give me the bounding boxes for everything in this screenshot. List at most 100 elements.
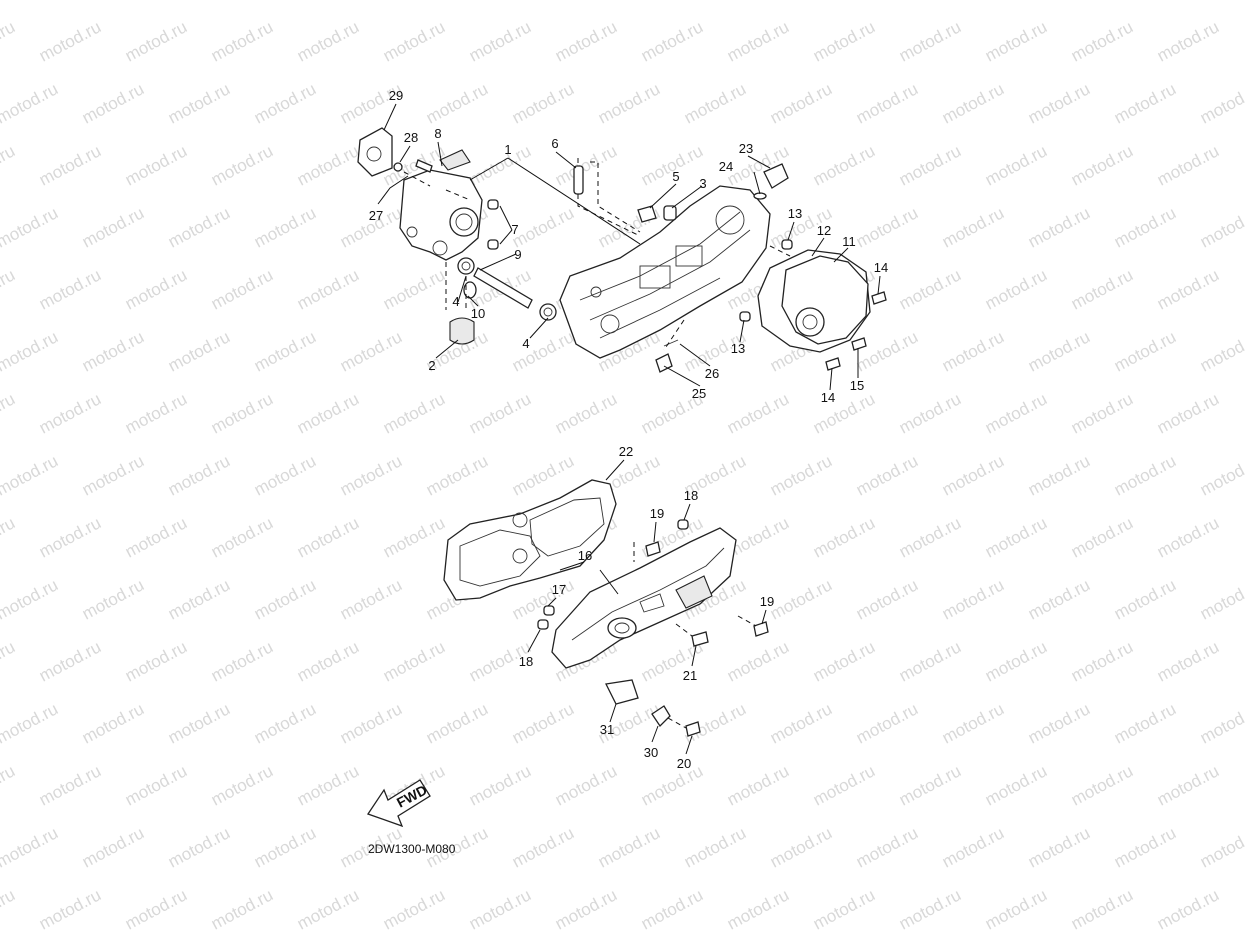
callout-3: 3 — [699, 176, 706, 191]
watermark-text: motod.ru — [79, 575, 147, 623]
watermark-text: motod.ru — [0, 761, 18, 809]
watermark-text: motod.ru — [36, 141, 104, 189]
watermark-text: motod.ru — [681, 699, 749, 747]
watermark-text: motod.ru — [337, 699, 405, 747]
watermark-text: motod.ru — [1154, 17, 1222, 65]
watermark-text: motod.ru — [1068, 141, 1136, 189]
watermark-text: motod.ru — [294, 761, 362, 809]
watermark-text: motod.ru — [1154, 389, 1222, 437]
watermark-text: motod.ru — [638, 17, 706, 65]
callout-31: 31 — [600, 722, 614, 737]
watermark-text: motod.ru — [0, 513, 18, 561]
watermark-text: motod.ru — [0, 575, 61, 623]
watermark-text: motod.ru — [1068, 389, 1136, 437]
watermark-text: motod.ru — [1025, 79, 1093, 127]
bolt-25 — [655, 353, 673, 373]
watermark-text: motod.ru — [939, 0, 1007, 4]
watermark-text: motod.ru — [36, 513, 104, 561]
callout-12: 12 — [817, 223, 831, 238]
watermark-text: motod.ru — [1025, 0, 1093, 4]
watermark-text: motod.ru — [466, 885, 534, 933]
fwd-arrow: FWD — [366, 779, 431, 828]
callout-11: 11 — [842, 234, 856, 249]
watermark-text: motod.ru — [165, 327, 233, 375]
watermark-text: motod.ru — [294, 885, 362, 933]
watermark-text: motod.ru — [0, 79, 61, 127]
bolt-19a — [645, 541, 661, 557]
bolt-8 — [415, 159, 433, 173]
watermark-text: motod.ru — [1068, 265, 1136, 313]
callout-13a: 13 — [788, 206, 802, 221]
fitting-5 — [637, 205, 657, 223]
dowel-7b — [487, 239, 499, 250]
watermark-text: motod.ru — [982, 885, 1050, 933]
callout-2: 2 — [428, 358, 435, 373]
watermark-text: motod.ru — [810, 885, 878, 933]
callout-14a: 14 — [874, 260, 888, 275]
watermark-text: motod.ru — [552, 389, 620, 437]
watermark-text: motod.ru — [896, 637, 964, 685]
gasket-22 — [443, 479, 617, 601]
callout-6: 6 — [551, 136, 558, 151]
bearing-4a — [457, 257, 475, 275]
watermark-text: motod.ru — [337, 0, 405, 4]
watermark-text: motod.ru — [1111, 79, 1179, 127]
watermark-text: motod.ru — [509, 0, 577, 4]
watermark-text: motod.ru — [337, 575, 405, 623]
watermark-text: motod.ru — [36, 389, 104, 437]
watermark-text: motod.ru — [1111, 575, 1179, 623]
watermark-text: motod.ru — [1154, 885, 1222, 933]
watermark-text: motod.ru — [1111, 203, 1179, 251]
watermark-text: motod.ru — [251, 823, 319, 871]
watermark-text: motod.ru — [1025, 203, 1093, 251]
watermark-text: motod.ru — [251, 0, 319, 4]
watermark-text: motod.ru — [939, 823, 1007, 871]
watermark-text: motod.ru — [724, 885, 792, 933]
watermark-text: motod.ru — [509, 203, 577, 251]
watermark-text: motod.ru — [896, 141, 964, 189]
leader-lines — [377, 103, 881, 755]
watermark-text: motod.ru — [466, 389, 534, 437]
cover-16 — [551, 527, 737, 669]
watermark-text: motod.ru — [1111, 327, 1179, 375]
watermark-text: motod.ru — [423, 699, 491, 747]
watermark-text: motod.ru — [165, 203, 233, 251]
watermark-text: motod.ru — [122, 389, 190, 437]
watermark-text: motod.ru — [294, 389, 362, 437]
watermark-text: motod.ru — [423, 451, 491, 499]
watermark-text: motod.ru — [0, 885, 18, 933]
dowel-13a — [781, 239, 793, 250]
plate-29 — [357, 127, 393, 177]
watermark-text: motod.ru — [681, 79, 749, 127]
watermark-text: motod.ru — [552, 17, 620, 65]
callout-8: 8 — [434, 126, 441, 141]
watermark-text: motod.ru — [251, 327, 319, 375]
watermark-text: motod.ru — [939, 451, 1007, 499]
watermark-text: motod.ru — [423, 79, 491, 127]
watermark-text: motod.ru — [552, 885, 620, 933]
watermark-text: motod.ru — [122, 265, 190, 313]
callout-19a: 19 — [650, 506, 664, 521]
callout-10: 10 — [471, 306, 485, 321]
shaft-9 — [473, 267, 533, 309]
watermark-text: motod.ru — [0, 265, 18, 313]
callout-14b: 14 — [821, 390, 835, 405]
watermark-text: motod.ru — [810, 513, 878, 561]
crankcase-assembly — [357, 127, 887, 373]
washer-26 — [663, 339, 679, 347]
watermark-text: motod.ru — [810, 637, 878, 685]
watermark-text: motod.ru — [380, 885, 448, 933]
watermark-text: motod.ru — [767, 79, 835, 127]
bracket-30 — [651, 705, 671, 728]
watermark-text: motod.ru — [0, 699, 61, 747]
clamp-31 — [605, 679, 639, 705]
watermark-text: motod.ru — [939, 699, 1007, 747]
bolt-20 — [685, 721, 701, 737]
watermark-text: motod.ru — [165, 0, 233, 4]
watermark-text: motod.ru — [294, 637, 362, 685]
watermark-text: motod.ru — [423, 0, 491, 4]
watermark-text: motod.ru — [853, 203, 921, 251]
watermark-text: motod.ru — [0, 389, 18, 437]
watermark-text: motod.ru — [1197, 0, 1246, 4]
watermark-text: motod.ru — [595, 79, 663, 127]
